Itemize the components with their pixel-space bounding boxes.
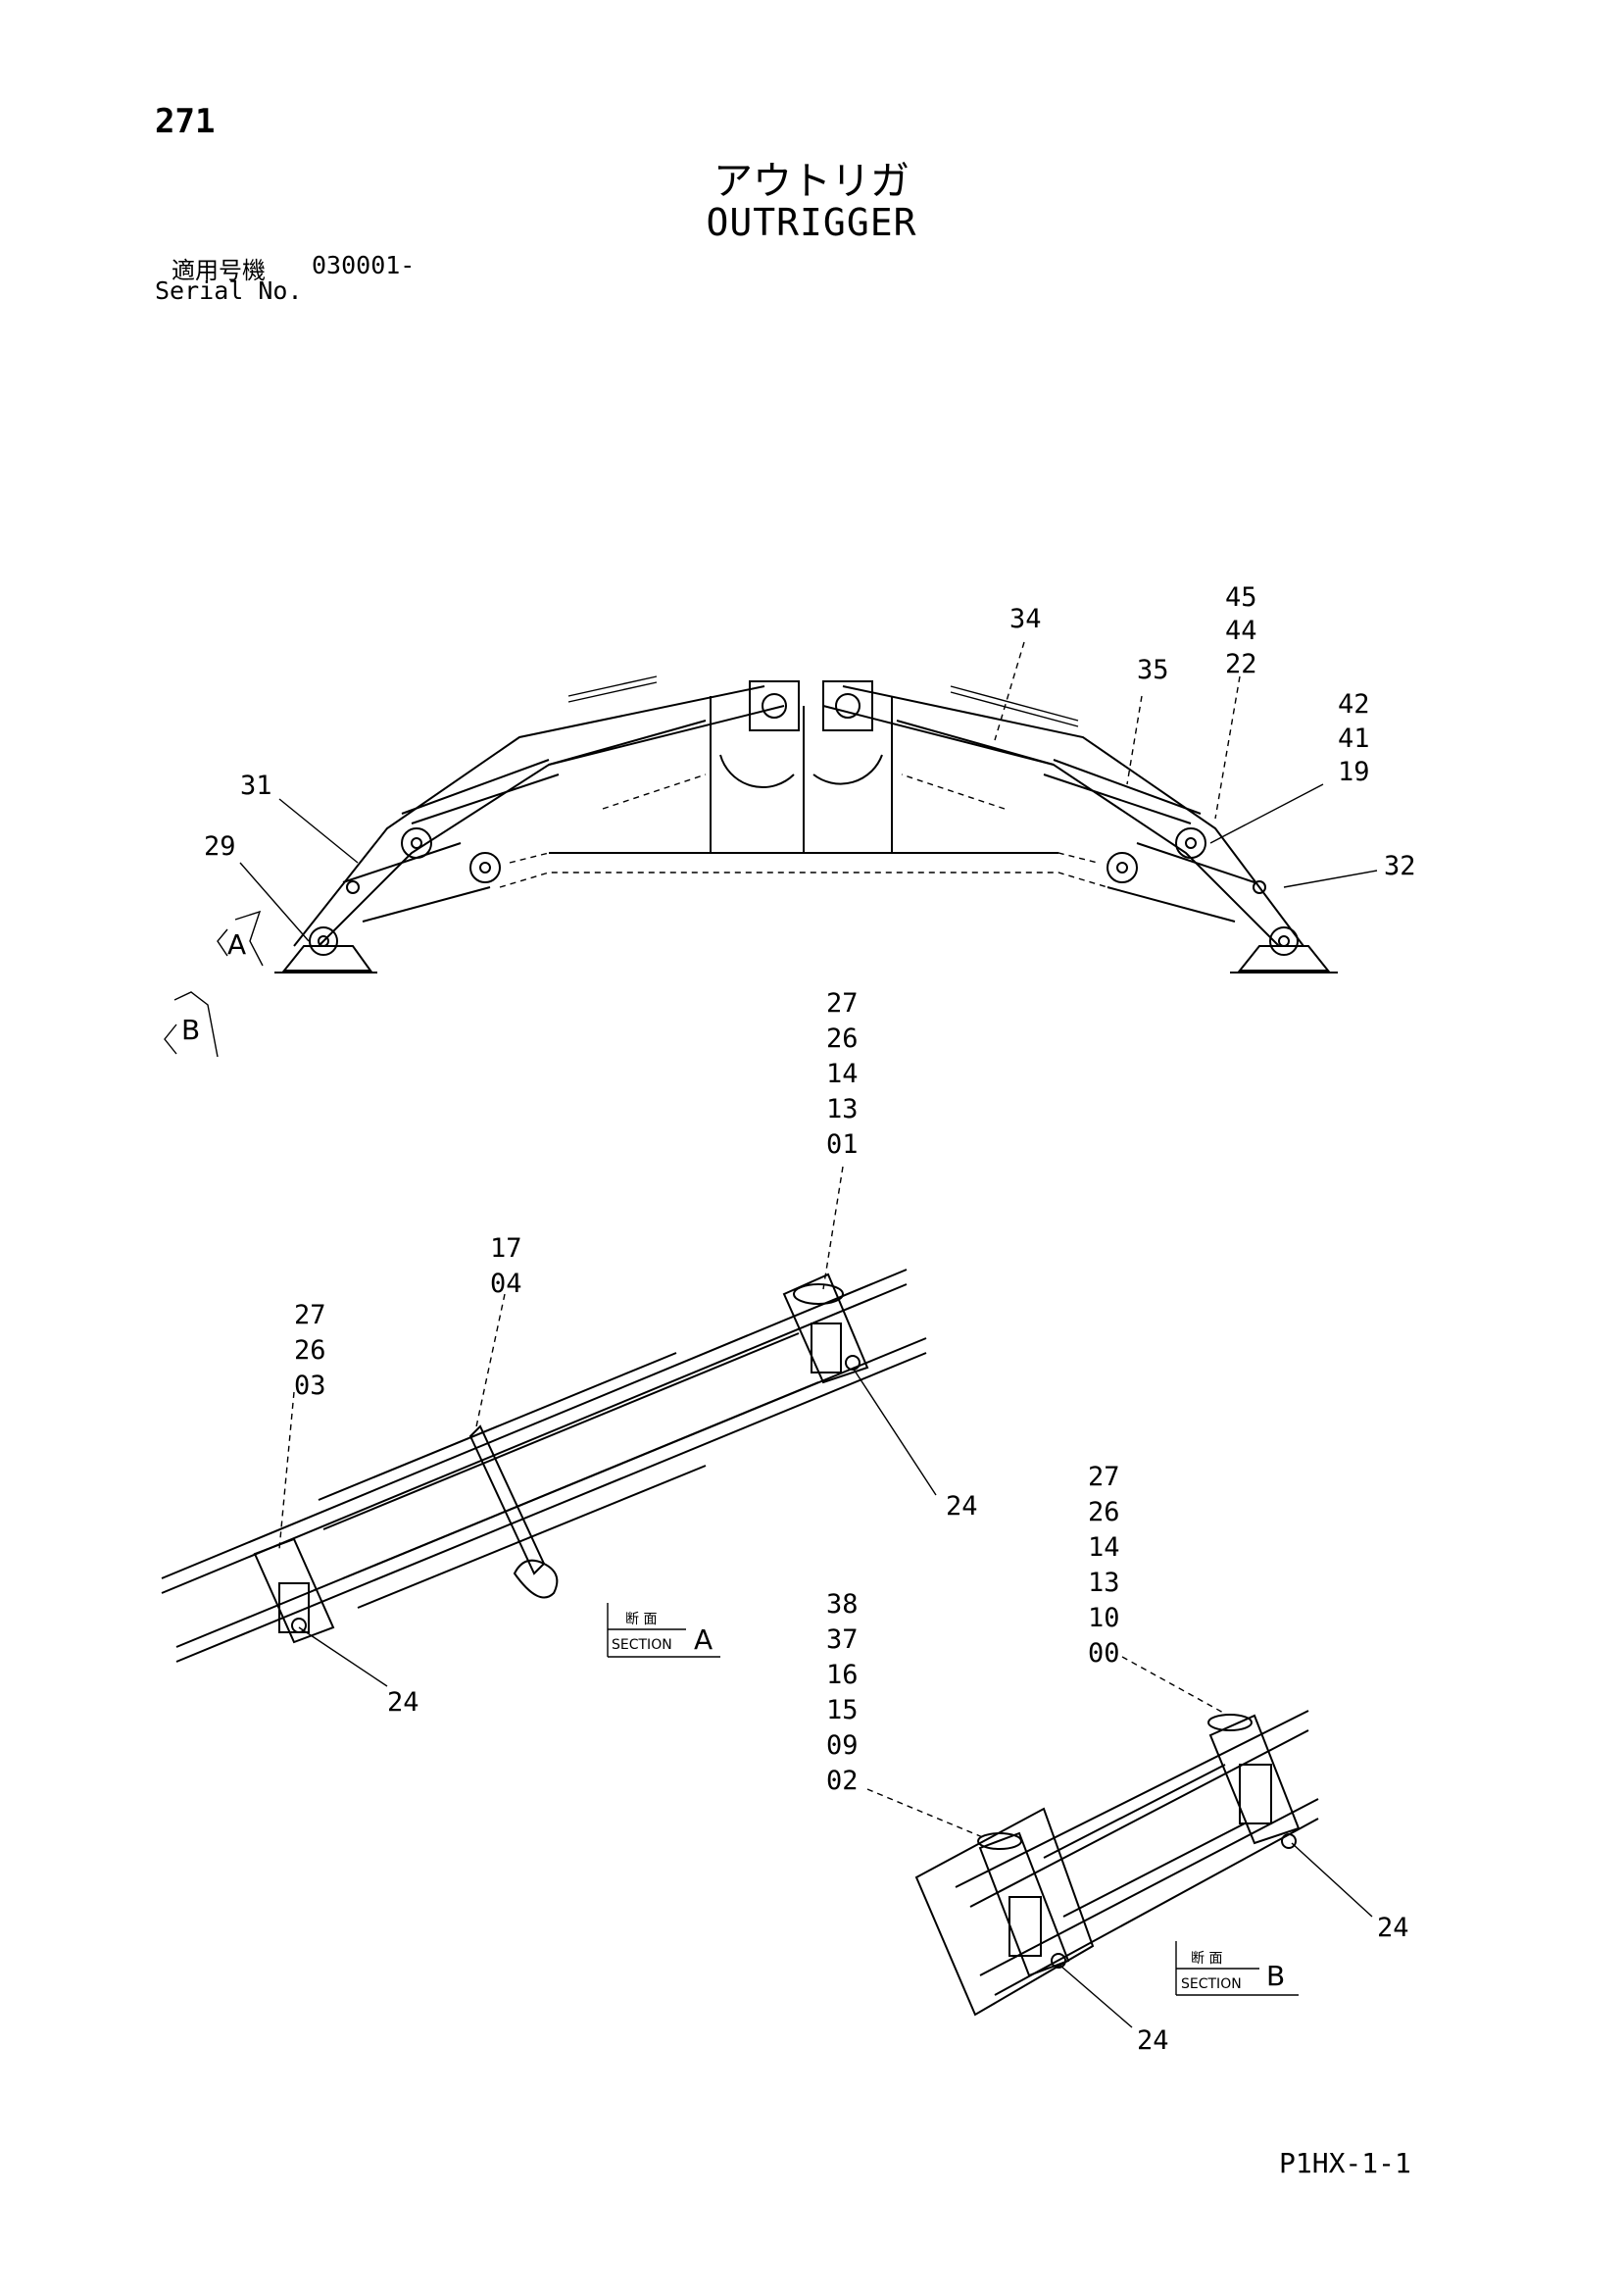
callout-group2-b: 04 xyxy=(490,1269,522,1299)
svg-text:SECTION: SECTION xyxy=(1181,1976,1242,1992)
callout-24-section-b-right: 24 xyxy=(1377,1913,1409,1943)
callout-group4-e: 10 xyxy=(1088,1603,1120,1633)
section-a-label: 断 面 SECTION A xyxy=(607,1603,720,1658)
section-b-label: 断 面 SECTION B xyxy=(1175,1941,1299,1996)
callout-31: 31 xyxy=(240,771,272,801)
callout-45: 45 xyxy=(1225,582,1257,613)
callout-group5-a: 38 xyxy=(826,1589,859,1620)
callout-group4-a: 27 xyxy=(1088,1462,1120,1492)
callout-group1-b: 26 xyxy=(826,1023,859,1054)
svg-text:A: A xyxy=(694,1623,713,1656)
title-japanese: アウトリガ xyxy=(713,159,910,204)
callout-group4-b: 26 xyxy=(1088,1497,1120,1527)
view-marker-b: B xyxy=(164,991,219,1058)
callout-24-section-b-left: 24 xyxy=(1137,2025,1169,2056)
callout-19: 19 xyxy=(1338,757,1370,787)
view-marker-a: A xyxy=(217,910,264,967)
serial-number-value: 030001- xyxy=(312,251,416,279)
svg-text:断 面: 断 面 xyxy=(1191,1951,1222,1967)
callout-22: 22 xyxy=(1225,649,1257,679)
callout-group3-a: 27 xyxy=(294,1300,326,1330)
callout-29: 29 xyxy=(204,831,236,862)
title-english: OUTRIGGER xyxy=(706,201,917,244)
callout-44: 44 xyxy=(1225,616,1257,646)
page-number: 271 xyxy=(155,102,216,141)
callout-group2-a: 17 xyxy=(490,1233,522,1264)
callout-group4-c: 14 xyxy=(1088,1532,1120,1563)
callout-group5-c: 16 xyxy=(826,1660,859,1690)
serial-label-english: Serial No. xyxy=(155,276,303,305)
drawing-code: P1HX-1-1 xyxy=(1279,2147,1411,2179)
callout-34: 34 xyxy=(1009,604,1042,634)
callout-group5-d: 15 xyxy=(826,1695,859,1725)
callout-group1-d: 13 xyxy=(826,1094,859,1124)
callout-group4-d: 13 xyxy=(1088,1568,1120,1598)
callout-group1-a: 27 xyxy=(826,988,859,1019)
callout-24-section-a-left: 24 xyxy=(387,1687,419,1718)
leader-lines xyxy=(239,641,1378,2028)
callout-group4-f: 00 xyxy=(1088,1638,1120,1669)
callout-group5-b: 37 xyxy=(826,1624,859,1655)
callout-24-section-a-right: 24 xyxy=(946,1491,978,1522)
svg-text:B: B xyxy=(181,1014,200,1046)
callout-labels: 34 35 45 44 22 42 41 19 31 29 32 27 26 1… xyxy=(204,582,1416,2056)
callout-32: 32 xyxy=(1384,851,1416,881)
serial-label-japanese: 適用号機 xyxy=(172,257,266,284)
section-a-view xyxy=(161,1269,927,1663)
callout-group5-e: 09 xyxy=(826,1730,859,1761)
section-b-view xyxy=(914,1710,1319,2017)
callout-group1-e: 01 xyxy=(826,1129,859,1160)
callout-group3-c: 03 xyxy=(294,1371,326,1401)
outrigger-main-view xyxy=(274,675,1338,973)
svg-text:A: A xyxy=(227,928,246,961)
callout-group1-c: 14 xyxy=(826,1059,859,1089)
callout-41: 41 xyxy=(1338,724,1370,754)
svg-text:断 面: 断 面 xyxy=(625,1612,657,1627)
callout-group5-f: 02 xyxy=(826,1766,859,1796)
callout-group3-b: 26 xyxy=(294,1335,326,1366)
callout-42: 42 xyxy=(1338,689,1370,720)
svg-text:SECTION: SECTION xyxy=(612,1637,672,1653)
svg-text:B: B xyxy=(1266,1960,1285,1992)
callout-35: 35 xyxy=(1137,655,1169,685)
